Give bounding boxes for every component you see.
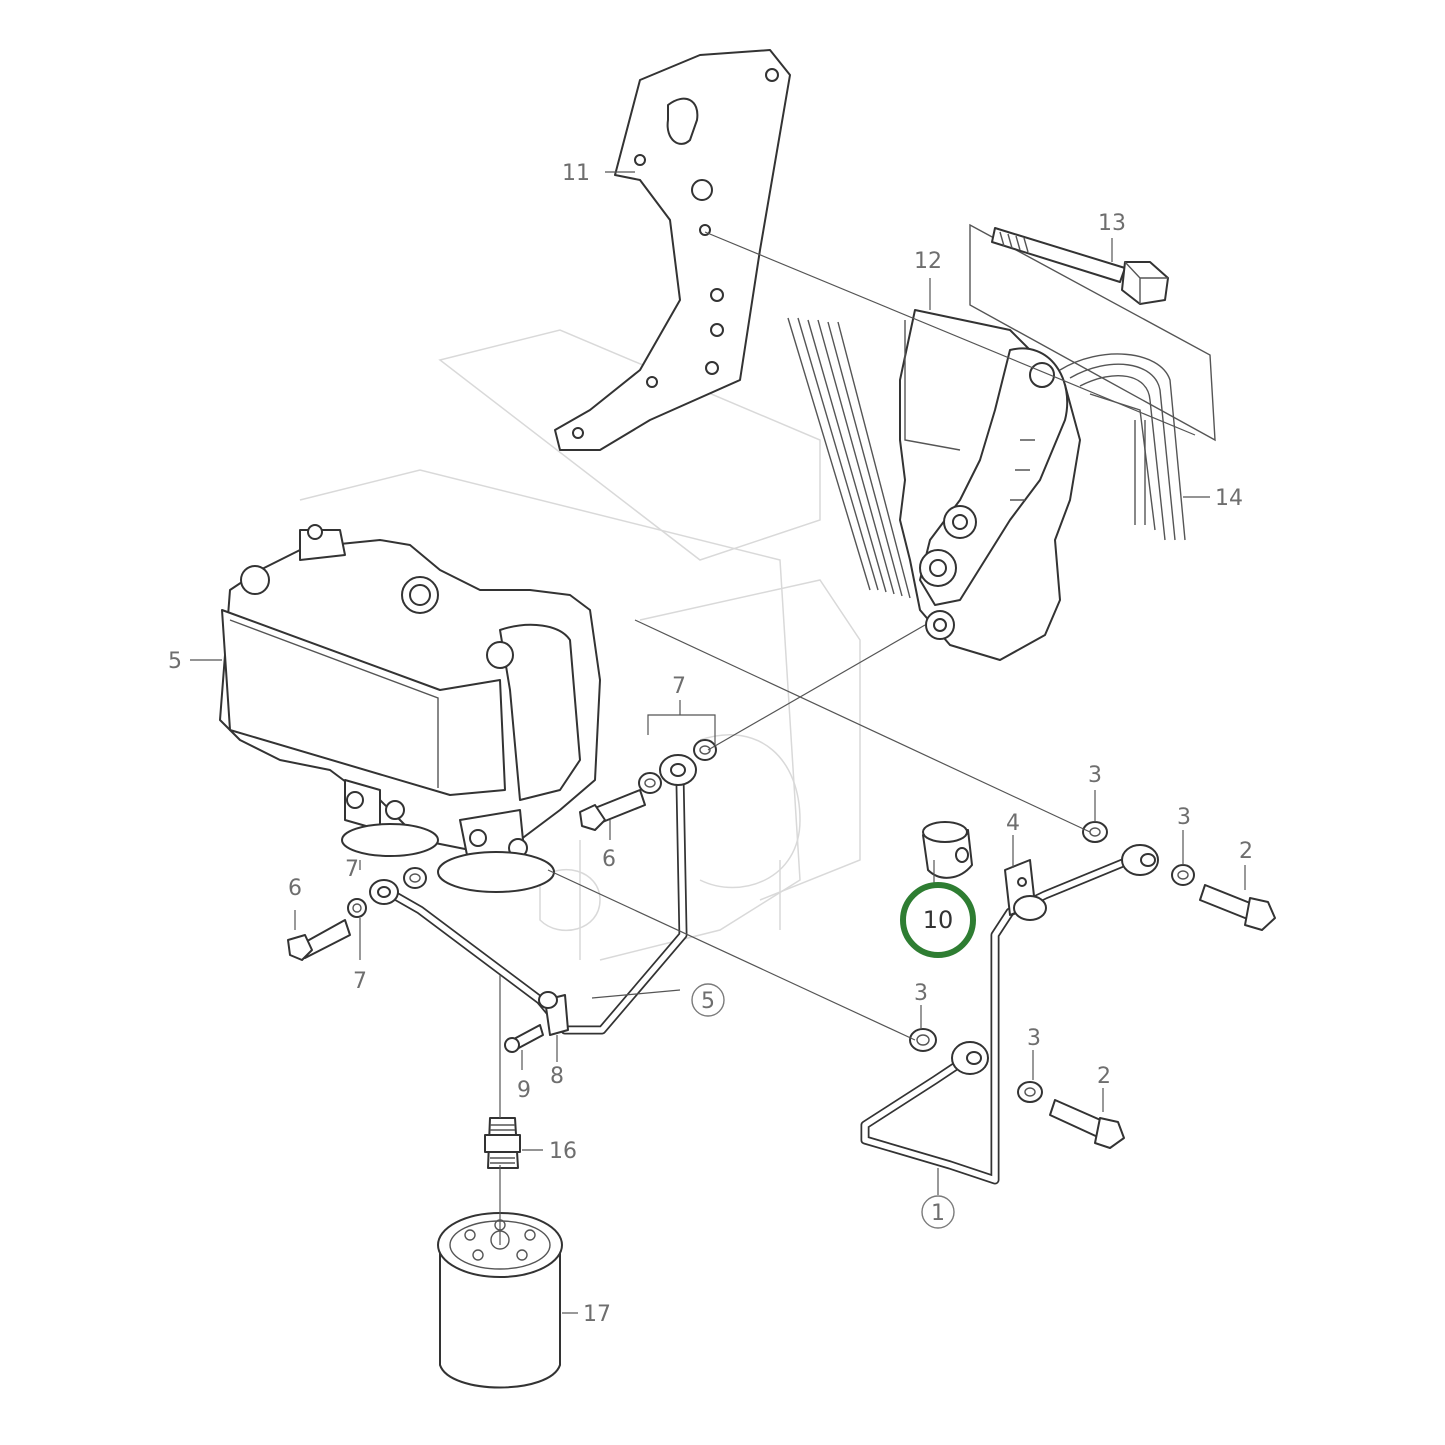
nipple-part-16 — [484, 1117, 521, 1169]
callout-9: 9 — [517, 1078, 531, 1103]
pipe-clip-part-4 — [1004, 859, 1047, 921]
leader-lines — [190, 171, 1246, 1314]
callout-3-a: 3 — [1088, 763, 1102, 788]
callout-7-low: 7 — [353, 969, 367, 994]
callout-7-top: 7 — [672, 674, 686, 699]
oil-cooler-part-5 — [219, 524, 601, 893]
highlight-ring-10 — [900, 882, 976, 958]
callout-3-c: 3 — [914, 981, 928, 1006]
callout-6-right: 6 — [602, 847, 616, 872]
callout-3-b: 3 — [1177, 805, 1191, 830]
belt-tensioner-part-12 — [899, 309, 1081, 661]
callout-12: 12 — [914, 249, 942, 274]
callout-13: 13 — [1098, 211, 1126, 236]
callout-3-d: 3 — [1027, 1026, 1041, 1051]
callout-5-pipe: 5 — [701, 989, 715, 1014]
spacer-part-10 — [922, 821, 973, 879]
callout-labels: 11 12 13 14 5 7 6 6 7 7 9 8 16 17 3 3 2 … — [168, 161, 1253, 1327]
clip-screw-8-9 — [504, 991, 569, 1053]
engine-block-ghost — [299, 329, 861, 961]
callout-6-left: 6 — [288, 876, 302, 901]
callout-1: 1 — [931, 1201, 945, 1226]
callout-11: 11 — [562, 161, 590, 186]
callout-8: 8 — [550, 1064, 564, 1089]
drive-belts-part-14 — [787, 317, 1186, 599]
callout-16: 16 — [549, 1139, 577, 1164]
callout-2-upper: 2 — [1239, 839, 1253, 864]
callout-7-mid: 7 — [345, 857, 359, 882]
callout-17: 17 — [583, 1302, 611, 1327]
callout-14: 14 — [1215, 486, 1243, 511]
bracket-plate-part-11 — [554, 49, 791, 451]
long-bolt-part-13 — [969, 223, 1216, 442]
callout-5-cooler: 5 — [168, 649, 182, 674]
washers — [347, 739, 1195, 1103]
callout-2-lower: 2 — [1097, 1064, 1111, 1089]
callout-10: 10 — [923, 906, 954, 934]
banjo-bolts — [287, 789, 1276, 1149]
callout-4: 4 — [1006, 811, 1020, 836]
